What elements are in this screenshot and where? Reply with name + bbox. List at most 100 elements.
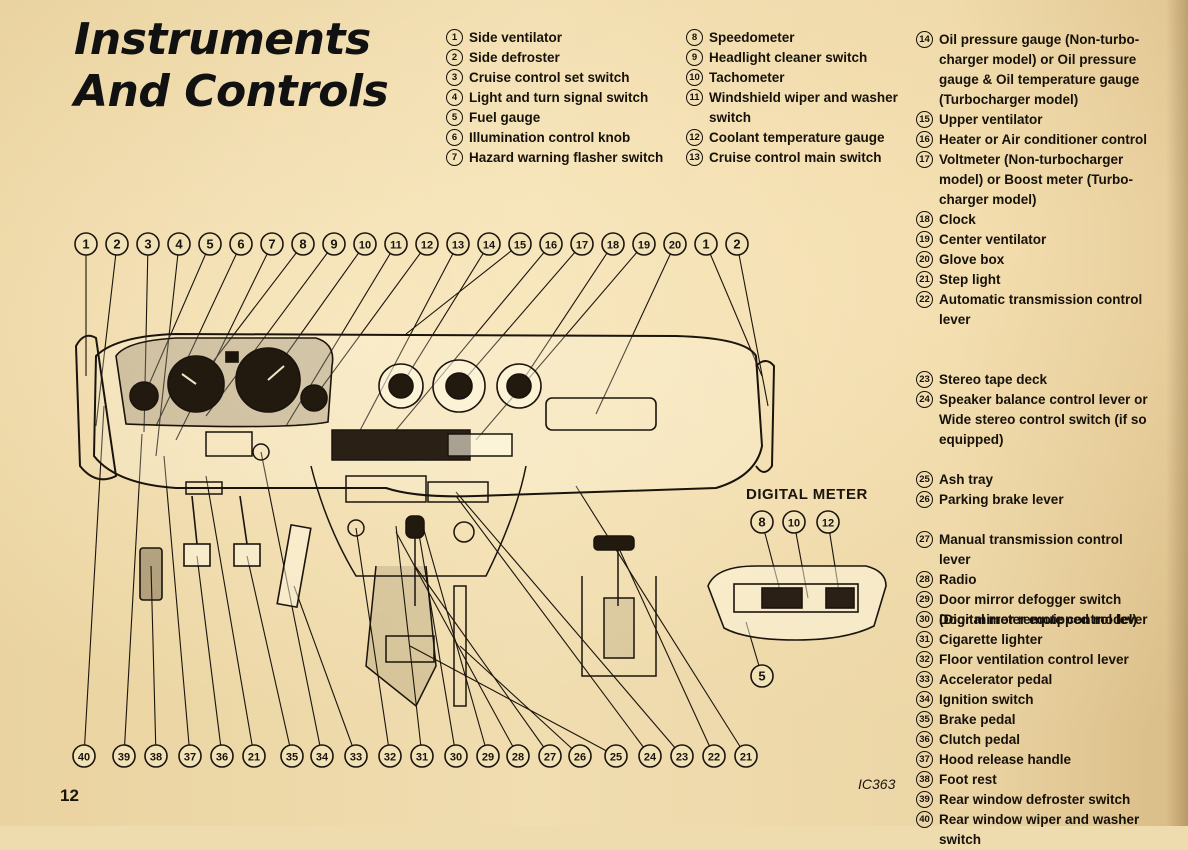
digital-meter-label: DIGITAL METER — [746, 486, 868, 503]
top-callout-14: 14 — [477, 232, 501, 256]
legend-text: Clock — [939, 212, 976, 227]
top-callout-10: 10 — [353, 232, 377, 256]
legend-text: Brake pedal — [939, 712, 1016, 727]
legend-number: 29 — [916, 591, 933, 608]
legend-number: 9 — [686, 49, 703, 66]
svg-text:20: 20 — [669, 240, 681, 252]
bottom-callout-15: 27 — [538, 744, 562, 768]
svg-text:35: 35 — [286, 752, 298, 764]
legend-number: 37 — [916, 751, 933, 768]
svg-text:8: 8 — [758, 515, 765, 530]
accelerator-pedal — [276, 523, 312, 609]
svg-text:37: 37 — [184, 752, 196, 764]
bottom-callout-19: 23 — [670, 744, 694, 768]
legend-text: Windshield wiper and washer switch — [709, 90, 898, 125]
legend-text: Radio — [939, 572, 977, 587]
legend-number: 15 — [916, 111, 933, 128]
top-callout-3: 3 — [136, 232, 160, 256]
legend-text: Oil pressure gauge (Non-turbo-charger mo… — [939, 32, 1140, 107]
legend-text: Heater or Air conditioner control — [939, 132, 1148, 147]
svg-text:29: 29 — [482, 752, 494, 764]
legend-text: Manual transmission control lever — [939, 532, 1123, 567]
svg-text:31: 31 — [416, 752, 428, 764]
legend-text: Cruise control set switch — [469, 70, 630, 85]
legend-number: 39 — [916, 791, 933, 808]
svg-text:13: 13 — [452, 240, 464, 252]
bottom-callout-7: 35 — [280, 744, 304, 768]
legend-text: Speaker balance control lever or Wide st… — [939, 392, 1148, 447]
legend-number: 24 — [916, 391, 933, 408]
top-callout-17: 17 — [570, 232, 594, 256]
svg-text:5: 5 — [206, 237, 213, 252]
top-callout-18: 18 — [601, 232, 625, 256]
clutch-pedal — [183, 543, 211, 567]
bottom-callout-6: 21 — [242, 744, 266, 768]
bottom-callout-16: 26 — [568, 744, 592, 768]
legend-item-24: 24 Speaker balance control lever or Wide … — [916, 390, 1152, 450]
svg-text:4: 4 — [175, 237, 183, 252]
svg-text:23: 23 — [676, 752, 688, 764]
legend-text: Door mirror remote control lever — [939, 612, 1148, 627]
page-background — [0, 0, 1188, 826]
bottom-callout-5: 36 — [210, 744, 234, 768]
svg-text:27: 27 — [544, 752, 556, 764]
legend-number: 20 — [916, 251, 933, 268]
svg-text:33: 33 — [350, 752, 362, 764]
svg-text:36: 36 — [216, 752, 228, 764]
svg-text:3: 3 — [144, 237, 151, 252]
legend-number: 4 — [446, 89, 463, 106]
digital-meter-panel — [707, 565, 887, 641]
legend-number: 19 — [916, 231, 933, 248]
svg-text:2: 2 — [733, 237, 740, 252]
digital-callout-fuel: 5 — [750, 664, 774, 688]
legend-text: Foot rest — [939, 772, 997, 787]
top-callout-1: 1 — [74, 232, 98, 256]
legend-text: Door mirror defogger switch (Digital met… — [939, 592, 1138, 627]
legend-number: 18 — [916, 211, 933, 228]
legend-number: 10 — [686, 69, 703, 86]
legend-text: Cigarette lighter — [939, 632, 1043, 647]
instrument-cluster — [115, 337, 334, 428]
svg-text:7: 7 — [268, 237, 275, 252]
legend-number: 21 — [916, 271, 933, 288]
svg-text:18: 18 — [607, 240, 619, 252]
pedals — [139, 495, 312, 609]
legend-number: 6 — [446, 129, 463, 146]
svg-text:40: 40 — [78, 752, 90, 764]
svg-text:39: 39 — [118, 752, 130, 764]
svg-text:9: 9 — [330, 237, 337, 252]
svg-text:8: 8 — [299, 237, 306, 252]
page-title: Instruments And Controls — [74, 14, 389, 118]
legend-text: Rear window wiper and washer switch — [939, 812, 1140, 847]
svg-text:11: 11 — [390, 240, 402, 252]
legend-number: 28 — [916, 571, 933, 588]
legend-text: Voltmeter (Non-turbocharger model) or Bo… — [939, 152, 1133, 207]
legend-number: 32 — [916, 651, 933, 668]
legend-text: Coolant temperature gauge — [709, 130, 885, 145]
legend-number: 25 — [916, 471, 933, 488]
top-callout-12: 12 — [415, 232, 439, 256]
svg-text:1: 1 — [702, 237, 709, 252]
top-callout-15: 15 — [508, 232, 532, 256]
top-callout-11: 11 — [384, 232, 408, 256]
bottom-callout-17: 25 — [604, 744, 628, 768]
